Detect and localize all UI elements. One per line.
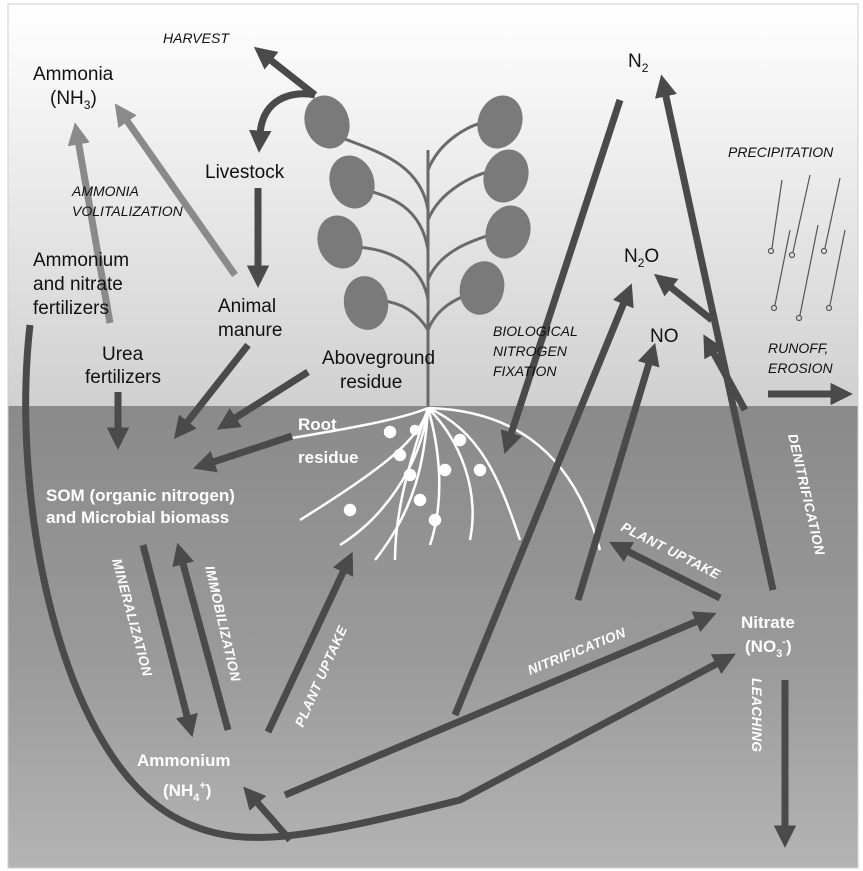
ammonia-label: Ammonia [33, 64, 114, 85]
urea-label-2: fertilizers [85, 367, 161, 388]
leaching-label: LEACHING [749, 678, 764, 753]
nitrate-label: Nitrate [741, 613, 795, 632]
bnf-label-2: NITROGEN [493, 343, 568, 359]
bnf-label-3: FIXATION [493, 363, 557, 379]
ammonia-volatilization-label-1: AMMONIA [71, 183, 139, 199]
harvest-label: HARVEST [163, 30, 230, 46]
aboveground-residue-label-1: Aboveground [322, 348, 435, 369]
fertilizer-label-1: Ammonium [33, 250, 129, 271]
ammonia-volatilization-label-2: VOLITALIZATION [72, 203, 184, 219]
aboveground-residue-label-2: residue [340, 372, 402, 393]
som-label-1: SOM (organic nitrogen) [46, 486, 235, 505]
animal-manure-label-2: manure [218, 320, 282, 341]
fertilizer-label-2: and nitrate [33, 274, 123, 295]
precipitation-label: PRECIPITATION [728, 144, 834, 160]
urea-label-1: Urea [102, 344, 144, 365]
runoff-label-2: EROSION [768, 360, 833, 376]
bnf-label-1: BIOLOGICAL [493, 323, 578, 339]
ammonium-label: Ammonium [137, 751, 231, 770]
root-residue-label-1: Root [298, 415, 337, 434]
fertilizer-label-3: fertilizers [33, 298, 109, 319]
animal-manure-label-1: Animal [218, 296, 276, 317]
root-residue-label-2: residue [298, 448, 358, 467]
runoff-label-1: RUNOFF, [768, 340, 828, 356]
no-label: NO [650, 326, 679, 347]
som-label-2: and Microbial biomass [46, 508, 229, 527]
ammonia-formula: (NH3) [50, 88, 97, 112]
livestock-label: Livestock [205, 162, 285, 183]
